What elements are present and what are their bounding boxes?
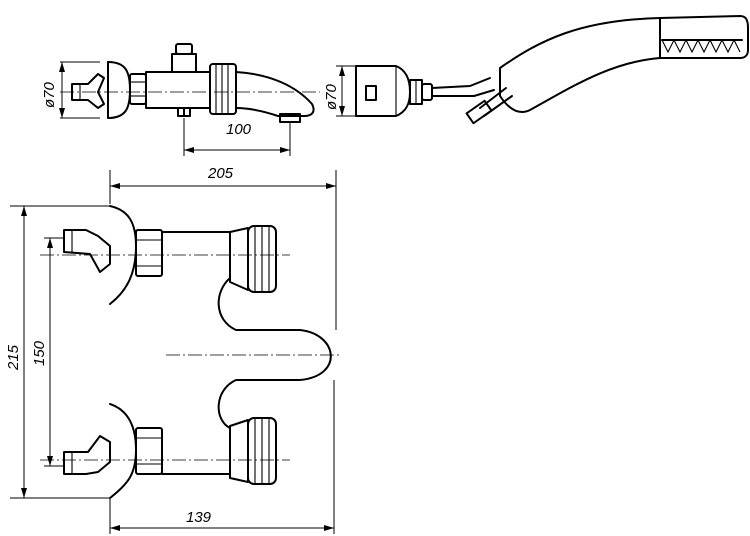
dim-front-diameter: ø70: [41, 81, 58, 108]
top-view-mixer: ø70 100: [41, 43, 320, 156]
dim-overall-width: 205: [207, 165, 234, 182]
front-view-mixer: 205 215 150 139: [5, 165, 340, 534]
dim-wall-to-spout: 139: [186, 509, 212, 526]
dim-overall-height: 215: [5, 344, 22, 371]
side-view-shower: ø70: [323, 15, 749, 125]
dim-spout-reach: 100: [226, 121, 252, 138]
dim-side-diameter: ø70: [323, 83, 340, 110]
dim-inlet-centers: 150: [31, 340, 48, 366]
